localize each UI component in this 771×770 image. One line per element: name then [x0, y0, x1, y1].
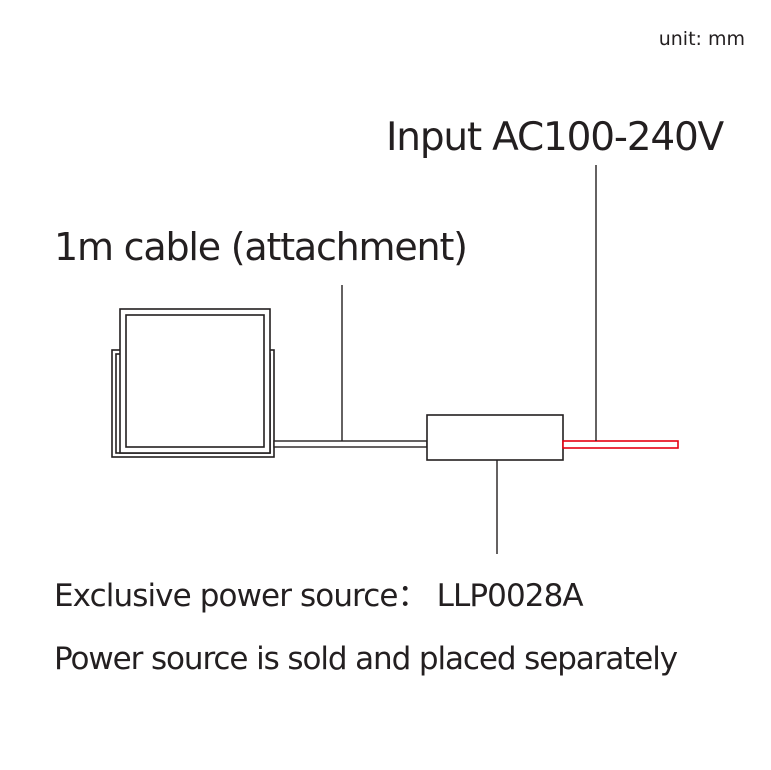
input-voltage-label: Input AC100-240V — [386, 115, 724, 160]
sold-separately-note: Power source is sold and placed separate… — [54, 641, 678, 677]
lamp-front-inner — [125, 314, 265, 448]
attachment-cable — [273, 440, 428, 448]
power-source-unit — [426, 414, 564, 461]
unit-label: unit: mm — [658, 28, 745, 50]
lamp-fixture — [111, 308, 275, 458]
ac-input-cord — [562, 440, 679, 449]
cable-label: 1m cable (attachment) — [54, 225, 468, 269]
lamp-front-frame — [119, 308, 271, 454]
power-source-label: Exclusive power source： LLP0028A — [54, 578, 584, 614]
